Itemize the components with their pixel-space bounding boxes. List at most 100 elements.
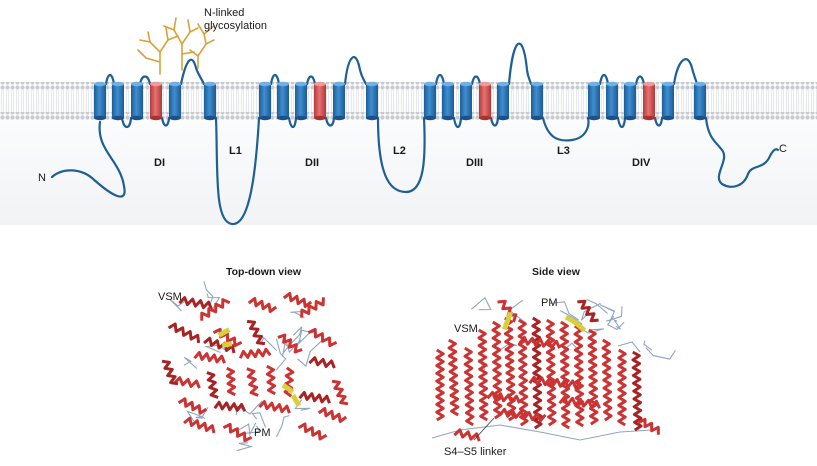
top-down-sheet-2 xyxy=(221,341,233,348)
side-coil-7 xyxy=(645,347,676,360)
top-down-coil-11 xyxy=(186,410,206,422)
side-helix-14 xyxy=(631,350,643,432)
side-helix-3 xyxy=(477,328,489,422)
side-helix-0 xyxy=(435,348,445,422)
side-structure xyxy=(431,296,676,442)
side-coil-6 xyxy=(471,296,492,311)
helix-diii-s6 xyxy=(531,81,543,121)
top-down-helix-15 xyxy=(308,356,336,369)
top-down-helix-14 xyxy=(283,366,295,398)
side-helix-13 xyxy=(617,348,627,427)
top-down-helix-20 xyxy=(298,391,331,404)
helix-di-s4 xyxy=(150,81,162,121)
helix-dii-s5 xyxy=(333,81,345,121)
helix-diii-s1 xyxy=(424,81,436,121)
linker-label-l1: L1 xyxy=(229,145,242,157)
top-down-helix-17 xyxy=(177,397,208,415)
side-view-title: Side view xyxy=(532,266,581,278)
top-down-helix-25 xyxy=(331,379,349,406)
helix-diii-s5 xyxy=(497,81,509,121)
side-coil-14 xyxy=(508,299,527,324)
helix-dii-s1 xyxy=(259,81,271,121)
top-down-helix-0 xyxy=(178,296,213,310)
top-down-helix-3 xyxy=(212,327,243,348)
side-coil-12 xyxy=(606,306,623,322)
top-down-coil-17 xyxy=(297,339,323,368)
top-down-helix-29 xyxy=(277,333,303,354)
top-down-sheet-1 xyxy=(217,327,231,338)
top-down-helix-23 xyxy=(222,422,253,443)
polypeptide-chain xyxy=(50,42,780,226)
top-down-helix-5 xyxy=(282,292,313,308)
top-down-helix-27 xyxy=(246,319,266,346)
top-down-structure xyxy=(161,281,349,452)
helix-div-s5 xyxy=(662,81,674,121)
top-down-helix-7 xyxy=(307,327,338,348)
linker-label-l3: L3 xyxy=(557,145,570,157)
side-helix-2 xyxy=(463,346,475,427)
top-down-helix-9 xyxy=(238,347,272,359)
top-down-coil-16 xyxy=(169,299,185,312)
helix-dii-s2 xyxy=(277,81,289,121)
domain-label-div: DIV xyxy=(632,157,651,169)
helix-div-s2 xyxy=(606,81,618,121)
top-down-helix-6 xyxy=(300,297,325,318)
helix-di-s2 xyxy=(112,81,124,121)
top-down-helix-13 xyxy=(265,364,277,396)
glycan-trees xyxy=(137,17,215,75)
side-helix-15 xyxy=(497,299,518,323)
top-down-coil-3 xyxy=(290,310,305,319)
top-down-view-title: Top-down view xyxy=(226,266,302,278)
domain-label-di: DI xyxy=(154,157,165,169)
top-down-coil-2 xyxy=(183,356,198,369)
helix-dii-s6 xyxy=(366,81,378,121)
transmembrane-helices xyxy=(94,81,706,121)
glycosylation-label: N-linked glycosylation xyxy=(204,7,267,32)
top-down-sheet-4 xyxy=(290,394,302,407)
side-vsm-label: VSM xyxy=(454,323,478,335)
glycosylation-label-line2: glycosylation xyxy=(204,20,267,32)
side-helix-10 xyxy=(573,324,585,428)
helix-div-s3 xyxy=(624,81,636,121)
top-down-helix-22 xyxy=(183,416,216,434)
side-coil-1 xyxy=(586,299,609,314)
side-coil-right xyxy=(617,341,641,353)
top-down-helix-28 xyxy=(203,336,236,354)
helix-div-s1 xyxy=(588,81,600,121)
helix-diii-s2 xyxy=(442,81,454,121)
side-helix-6 xyxy=(517,318,529,427)
top-down-helix-10 xyxy=(206,371,219,399)
helix-div-s6 xyxy=(694,81,706,121)
side-coil-5 xyxy=(643,340,653,351)
top-down-vsm-label: VSM xyxy=(158,291,182,303)
top-down-helix-2 xyxy=(167,322,201,344)
helix-div-s4 xyxy=(643,81,655,121)
helix-diii-s4 xyxy=(479,81,491,121)
side-helix-16 xyxy=(577,299,599,323)
s4-s5-linker-label: S4–S5 linker xyxy=(444,446,507,458)
top-down-coil-12 xyxy=(251,412,267,428)
side-coil-9 xyxy=(549,301,580,321)
top-down-pm-label: PM xyxy=(254,427,271,439)
n-terminus-label: N xyxy=(38,172,46,184)
side-helix-20 xyxy=(558,395,601,409)
side-coil-15 xyxy=(599,304,616,323)
side-helix-11 xyxy=(587,328,599,426)
side-helix-12 xyxy=(601,338,613,422)
helix-dii-s3 xyxy=(295,81,307,121)
top-down-helix-16 xyxy=(173,376,201,389)
side-helix-7 xyxy=(531,316,543,430)
top-down-helix-8 xyxy=(193,351,226,364)
helix-dii-s4 xyxy=(314,81,326,121)
side-coil-base xyxy=(431,424,653,441)
top-down-coil-1 xyxy=(290,326,303,345)
side-pm-label: PM xyxy=(541,297,558,309)
top-down-sheet-3 xyxy=(281,383,295,394)
top-down-helix-12 xyxy=(246,367,259,397)
glycosylation-label-line1: N-linked xyxy=(204,7,244,19)
side-helix-19 xyxy=(486,391,521,404)
helix-di-s1 xyxy=(94,81,106,121)
side-sheet-3 xyxy=(573,320,587,333)
helix-diii-s3 xyxy=(460,81,472,121)
